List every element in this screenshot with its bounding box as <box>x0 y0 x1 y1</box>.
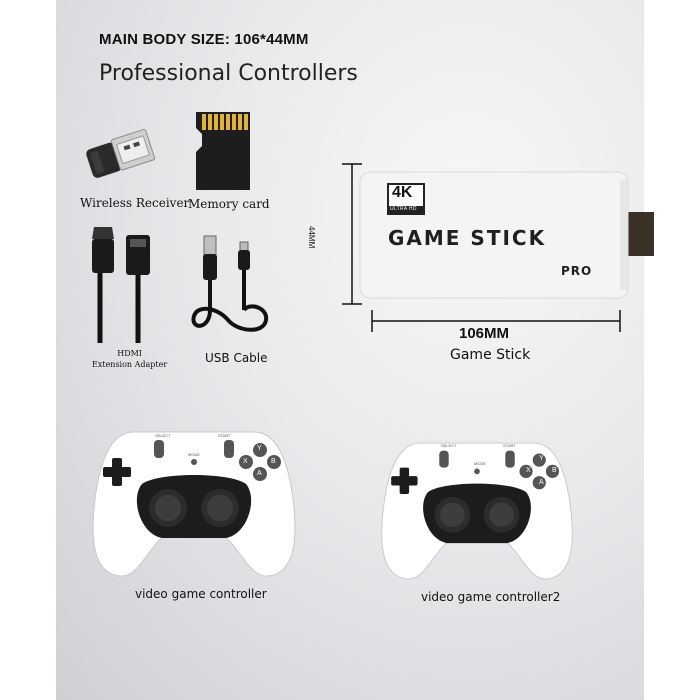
accessory-label-usb-cable: USB Cable <box>205 351 268 365</box>
controller-1-button-a: A <box>257 470 262 477</box>
controller-2-button-x: X <box>526 467 531 474</box>
stick-brand-name: GAME STICK <box>388 226 547 250</box>
stick-caption: Game Stick <box>450 347 531 363</box>
controller-1-caption: video game controller <box>135 587 267 601</box>
usb-receiver-icon <box>86 128 156 178</box>
hdmi-label-line-2: Extension Adapter <box>92 360 168 369</box>
controller-2-caption: video game controller2 <box>421 590 561 604</box>
controller-1-illustration <box>92 431 296 577</box>
controller-1-mode-label: MODE <box>188 452 200 457</box>
controller-1-button-b: B <box>271 458 276 465</box>
usb-cable-icon <box>191 235 269 332</box>
hdmi-label-line-1: HDMI <box>117 349 142 358</box>
controller-2-button-a: A <box>539 479 544 486</box>
accessory-label-hdmi: HDMI Extension Adapter <box>92 348 167 370</box>
badge-ultra-hd: ULTRA HD <box>390 206 417 212</box>
controller-1-button-y: Y <box>257 445 262 452</box>
page-title: Professional Controllers <box>99 61 358 86</box>
controller-2-illustration <box>381 442 573 580</box>
hdmi-cable-icon <box>92 227 150 343</box>
accessory-label-memory-card: Memory card <box>188 197 270 211</box>
product-background <box>56 0 644 700</box>
controller-1-start-label: START <box>218 433 231 438</box>
stick-width-label: 106MM <box>459 325 510 342</box>
accessory-label-receiver: Wireless Receiver <box>80 196 190 210</box>
controller-2-button-y: Y <box>539 455 544 462</box>
stick-edition: PRO <box>561 264 593 278</box>
game-stick-illustration <box>342 163 654 332</box>
controller-1-select-label: SELECT <box>155 433 171 438</box>
main-body-size-label: MAIN BODY SIZE: 106*44MM <box>99 31 309 48</box>
controller-2-start-label: START <box>503 443 516 448</box>
stick-height-label: 44MM <box>307 226 316 249</box>
controller-1-button-x: X <box>243 458 248 465</box>
controller-2-select-label: SELECT <box>441 443 457 448</box>
controller-2-button-b: B <box>552 467 557 474</box>
badge-4k: 4K <box>392 184 413 201</box>
controller-2-mode-label: MODE <box>474 461 486 466</box>
micro-sd-card-icon <box>196 112 250 190</box>
